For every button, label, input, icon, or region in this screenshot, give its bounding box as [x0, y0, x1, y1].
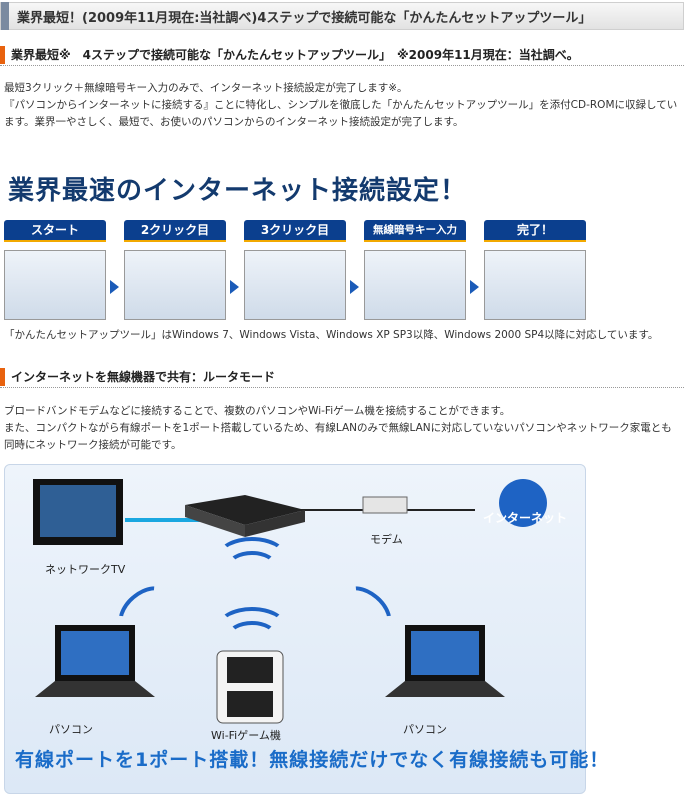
tv-label: ネットワークTV — [45, 563, 126, 576]
step-screenshot — [244, 250, 346, 320]
section-heading-setup: 業界最短※ 4ステップで接続可能な「かんたんセットアップツール」 ※2009年1… — [0, 44, 684, 66]
setup-steps: スタート 2クリック目 3クリック目 無線暗号キー入力 完了！ — [4, 220, 680, 330]
internet-globe-icon — [499, 479, 547, 527]
wifi-wave-icon — [227, 621, 277, 651]
step-label: 2クリック目 — [124, 220, 226, 240]
page-title: 業界最短！(2009年11月現在:当社調べ)4ステップで接続可能な「かんたんセッ… — [17, 10, 592, 26]
network-diagram: ネットワークTV モデム インターネット パソコン Wi-Fiゲーム機 パソコン… — [4, 464, 608, 794]
arrow-icon — [350, 280, 359, 294]
header-marker — [1, 2, 9, 30]
modem-label: モデム — [370, 533, 403, 546]
diagram-graphics — [33, 479, 547, 724]
compatibility-note: 「かんたんセットアップツール」はWindows 7、Windows Vista、… — [4, 329, 659, 341]
page-header: 業界最短！(2009年11月現在:当社調べ)4ステップで接続可能な「かんたんセッ… — [0, 2, 684, 30]
section-title: インターネットを無線機器で共有：ルータモード — [11, 370, 276, 384]
step-label: 無線暗号キー入力 — [364, 220, 466, 240]
step-label: 3クリック目 — [244, 220, 346, 240]
tv-screen — [40, 485, 116, 537]
step-label: スタート — [4, 220, 106, 240]
step-screenshot — [4, 250, 106, 320]
wifi-wave-icon — [217, 537, 287, 577]
step-done: 完了！ — [484, 220, 586, 320]
wifi-wave-icon — [227, 551, 277, 581]
section-title: 業界最短※ 4ステップで接続可能な「かんたんセットアップツール」 ※2009年1… — [11, 48, 579, 62]
pc-left-label: パソコン — [49, 723, 93, 736]
step-screenshot — [484, 250, 586, 320]
setup-paragraph-1: 最短3クリック＋無線暗号キー入力のみで、インターネット接続設定が完了します※。 — [4, 82, 408, 94]
wired-port-slogan: 有線ポートを1ポート搭載！無線接続だけでなく有線接続も可能！ — [15, 749, 610, 771]
setup-paragraph-2: 『パソコンからインターネットに接続する』ことに特化し、シンプルを徹底した「かんた… — [4, 99, 678, 128]
router-paragraph-1: ブロードバンドモデムなどに接続することで、複数のパソコンやWi-Fiゲーム機を接… — [4, 405, 511, 417]
internet-label: インターネット — [483, 511, 568, 525]
step-label: 完了！ — [484, 220, 586, 240]
step-start: スタート — [4, 220, 106, 320]
step-click3: 3クリック目 — [244, 220, 346, 320]
heading-bar — [0, 45, 5, 64]
step-screenshot — [124, 250, 226, 320]
arrow-icon — [230, 280, 239, 294]
step-click2: 2クリック目 — [124, 220, 226, 320]
router-paragraph-2: また、コンパクトながら有線ポートを1ポート搭載しているため、有線LANのみで無線… — [4, 422, 672, 451]
section-heading-router: インターネットを無線機器で共有：ルータモード — [0, 366, 684, 388]
heading-bar — [0, 367, 5, 386]
modem-icon — [362, 496, 408, 514]
arrow-icon — [470, 280, 479, 294]
arrow-icon — [110, 280, 119, 294]
pc-right-label: パソコン — [403, 723, 447, 736]
fastest-setup-title: 業界最速のインターネット接続設定！ — [8, 176, 468, 206]
wifi-wave-icon — [217, 607, 287, 647]
step-key: 無線暗号キー入力 — [364, 220, 466, 320]
step-screenshot — [364, 250, 466, 320]
game-console-label: Wi-Fiゲーム機 — [211, 729, 281, 742]
